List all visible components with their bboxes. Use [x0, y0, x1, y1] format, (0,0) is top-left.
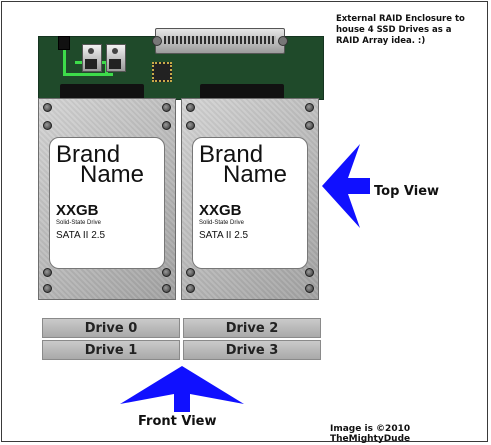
front-view-label: Front View	[138, 414, 217, 429]
top-view-arrow-icon	[322, 144, 370, 228]
drive-bay: Drive 3	[183, 340, 321, 360]
drive-bay: Drive 0	[42, 318, 180, 338]
interface-connector	[152, 28, 288, 54]
drive-type: Solid-State Drive	[199, 220, 245, 226]
jumper-block	[58, 36, 70, 50]
voltage-regulator	[82, 44, 102, 72]
drive-interface: SATA II 2.5	[56, 230, 106, 241]
drive-label: Brand Name XXGB Solid-State Drive SATA I…	[49, 137, 165, 269]
ssd-drive: Brand Name XXGB Solid-State Drive SATA I…	[181, 98, 319, 300]
drive-brand: Brand	[199, 141, 264, 168]
drive-bay: Drive 2	[183, 318, 321, 338]
front-view-arrow-icon	[120, 366, 244, 412]
ssd-drive: Brand Name XXGB Solid-State Drive SATA I…	[38, 98, 176, 300]
drive-name: Name	[80, 161, 145, 188]
top-view-label: Top View	[374, 184, 440, 199]
drive-type: Solid-State Drive	[56, 220, 102, 226]
drive-bay: Drive 1	[42, 340, 180, 360]
copyright-notice: Image is ©2010 TheMightyDude	[330, 424, 411, 444]
drive-interface: SATA II 2.5	[199, 230, 249, 241]
voltage-regulator	[106, 44, 126, 72]
drive-capacity: XXGB	[56, 202, 99, 219]
drive-capacity: XXGB	[199, 202, 242, 219]
drive-brand: Brand	[56, 141, 121, 168]
enclosure-note: External RAID Enclosure to house 4 SSD D…	[336, 14, 465, 46]
drive-label: Brand Name XXGB Solid-State Drive SATA I…	[192, 137, 308, 269]
drive-name: Name	[223, 161, 288, 188]
controller-chip	[152, 62, 172, 82]
